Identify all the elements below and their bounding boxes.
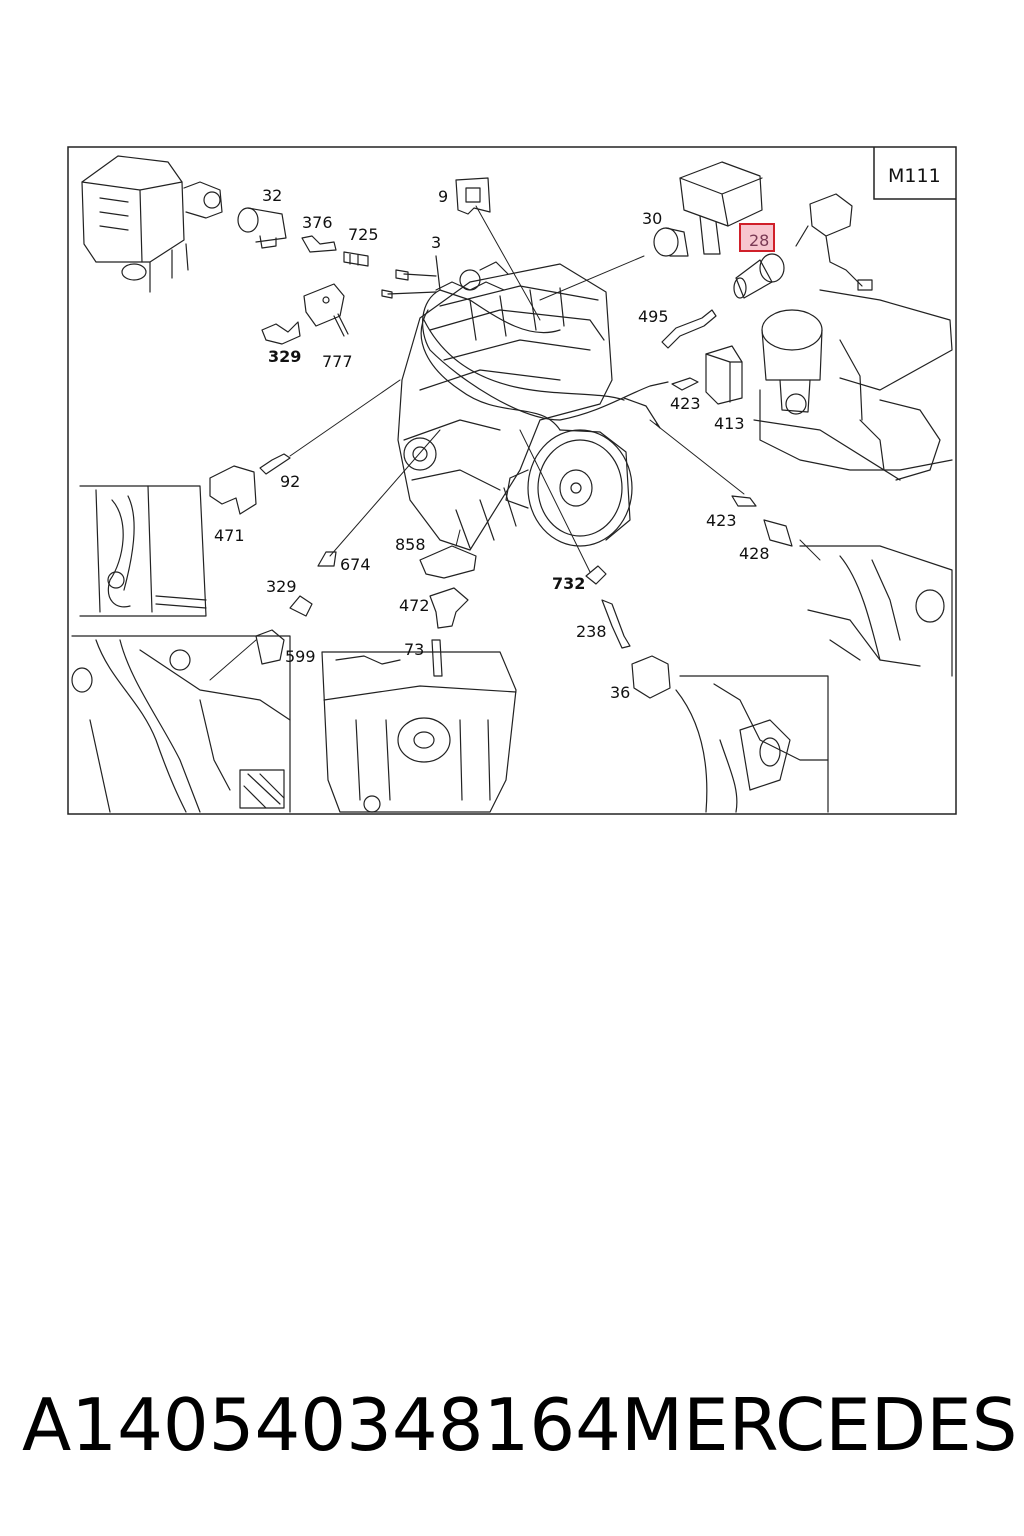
part-777-bracket-drawing [303,283,349,337]
part-674-drawing [317,551,337,567]
part-376-drawing [301,235,337,253]
callout-495: 495 [638,307,669,326]
highlighted-callout-28[interactable]: 28 [739,223,775,252]
brand-name: MERCEDES [620,1383,1018,1467]
part-428-drawing [763,519,793,547]
part-36-drawing [631,655,671,699]
actuator-drawing [795,193,873,291]
wiring-harness-drawing [381,255,669,429]
model-code-box: M111 [873,147,956,200]
part-92-drawing [259,453,291,475]
part-599-drawing [255,629,285,665]
part-413-drawing [705,345,743,405]
callout-858: 858 [395,535,426,554]
right-middle-inset-drawing [799,545,953,677]
bottom-left-inset-drawing [71,635,291,813]
callout-labels: 32 376 725 9 3 30 495 329 777 423 413 92… [214,186,770,702]
part-9-drawing [455,177,491,215]
callout-777: 777 [322,352,353,371]
callout-423-mid: 423 [706,511,737,530]
part-725-drawing [343,251,369,267]
master-cylinder-drawing [753,289,953,481]
bottom-right-inset-drawing [675,675,829,813]
callout-36: 36 [610,683,630,702]
part-858-drawing [419,545,477,579]
callout-428: 428 [739,544,770,563]
part-329-top-drawing [261,321,301,345]
callout-376: 376 [302,213,333,232]
callout-329-top: 329 [268,347,301,366]
callout-472: 472 [399,596,430,615]
diagram-frame [67,146,957,815]
callout-674: 674 [340,555,371,574]
coolant-reservoir-drawing [81,155,223,293]
callout-732: 732 [552,574,585,593]
callout-3: 3 [431,233,441,252]
left-inset-mid-drawing [79,485,207,617]
callout-423-top: 423 [670,394,701,413]
engine-block-drawing [397,261,625,551]
part-32-drawing [237,207,287,249]
part-329-lower-drawing [289,595,313,617]
model-code-label: M111 [888,165,941,187]
part-471-drawing [209,465,257,515]
callout-413: 413 [714,414,745,433]
part-472-drawing [429,587,469,629]
callout-599: 599 [285,647,316,666]
part-495-drawing [661,309,717,349]
callout-73: 73 [404,640,424,659]
callout-92: 92 [280,472,300,491]
leader-lines [209,205,821,681]
callout-471: 471 [214,526,245,545]
part-238-drawing [601,599,631,649]
part-28-sensor-drawing [733,253,785,299]
bottom-center-inset-drawing [321,639,517,813]
callout-30: 30 [642,209,662,228]
flywheel-drawing [505,429,633,547]
callout-725: 725 [348,225,379,244]
footer-caption: A140540348164 MERCEDES [22,1375,1017,1475]
callout-28: 28 [749,231,769,250]
part-423-top-drawing [671,377,699,391]
part-423-mid-drawing [731,495,757,507]
part-732-drawing [585,565,607,585]
ignition-coil-drawing [653,161,763,257]
highlight-box [739,223,775,252]
callout-32: 32 [262,186,282,205]
callout-238: 238 [576,622,607,641]
part-number: A140540348164 [22,1383,621,1467]
callout-329-lower: 329 [266,577,297,596]
callout-9: 9 [438,187,448,206]
